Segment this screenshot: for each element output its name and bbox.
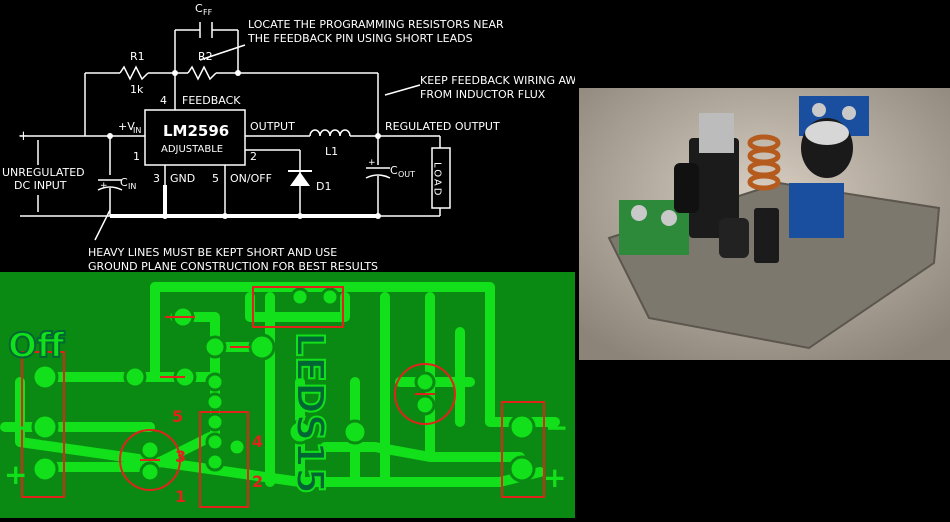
- vin-plus: +: [18, 129, 29, 144]
- pin1-label: 1: [133, 150, 140, 163]
- note-bottom-1: HEAVY LINES MUST BE KEPT SHORT AND USE: [88, 246, 337, 259]
- chip-name: LM2596: [163, 122, 229, 140]
- cout-sub: OUT: [398, 170, 415, 179]
- note-keep-2: FROM INDUCTOR FLUX: [420, 88, 546, 101]
- regulated-output-label: REGULATED OUTPUT: [385, 120, 500, 133]
- pcb-pin2: 2: [252, 472, 263, 491]
- schematic-diagram: C FF LOCATE THE PROGRAMMING RESISTORS NE…: [2, 2, 589, 273]
- pcb-minus-right: −: [545, 411, 568, 444]
- assembled-board-photo: [579, 88, 950, 360]
- pin5-label: 5: [212, 172, 219, 185]
- schematic-panel: C FF LOCATE THE PROGRAMMING RESISTORS NE…: [0, 0, 589, 273]
- pin3-label: 3: [153, 172, 160, 185]
- potentiometer-icon: [789, 183, 844, 238]
- pcb-layout-panel: Off LEDS15 5 4 3 2 1 − + − +: [0, 272, 575, 518]
- pin4-label: 4: [160, 94, 167, 107]
- pcb-pin5: 5: [172, 407, 183, 426]
- pcb-plus-left: +: [4, 458, 27, 491]
- onoff-label: ON/OFF: [230, 172, 272, 185]
- l1-label: L1: [325, 145, 338, 158]
- pcb-plus-right: +: [543, 461, 566, 494]
- note-top-1: LOCATE THE PROGRAMMING RESISTORS NEAR: [248, 18, 504, 31]
- gnd-label: GND: [170, 172, 195, 185]
- r1-label: R1: [130, 50, 145, 63]
- cff-sub: FF: [203, 8, 213, 17]
- unreg-label-1: UNREGULATED: [2, 166, 85, 179]
- pcb-pin1: 1: [175, 487, 186, 506]
- cin-label: C: [120, 176, 128, 189]
- r1-value: 1k: [130, 83, 144, 96]
- d1-label: D1: [316, 180, 331, 193]
- pcb-pin3: 3: [175, 447, 186, 466]
- unreg-label-2: DC INPUT: [14, 179, 67, 192]
- pin2-label: 2: [250, 150, 257, 163]
- output-label: OUTPUT: [250, 120, 295, 133]
- load-label: LOAD: [432, 162, 443, 197]
- pcb-minus-left: −: [6, 411, 29, 444]
- vin-label: +V: [118, 120, 135, 133]
- inductor-icon: [747, 134, 781, 191]
- cin-sub: IN: [128, 182, 136, 191]
- cff-label: C: [195, 2, 203, 15]
- note-top-2: THE FEEDBACK PIN USING SHORT LEADS: [247, 32, 473, 45]
- board-photo-illustration: [579, 88, 950, 360]
- cout-label: C: [390, 164, 398, 177]
- r2-label: R2: [198, 50, 213, 63]
- feedback-label: FEEDBACK: [182, 94, 241, 107]
- cout-plus: +: [368, 158, 376, 168]
- note-bottom-2: GROUND PLANE CONSTRUCTION FOR BEST RESUL…: [88, 260, 378, 272]
- pcb-off-label: Off: [8, 326, 65, 366]
- pcb-pin4: 4: [252, 432, 263, 451]
- vin-sub: IN: [133, 126, 141, 135]
- cin-plus: +: [100, 181, 108, 191]
- chip-sub: ADJUSTABLE: [161, 144, 223, 155]
- pcb-layout: Off LEDS15 5 4 3 2 1 − + − +: [0, 282, 568, 508]
- pcb-title: LEDS15: [288, 332, 332, 494]
- note-keep-1: KEEP FEEDBACK WIRING AWAY: [420, 74, 575, 87]
